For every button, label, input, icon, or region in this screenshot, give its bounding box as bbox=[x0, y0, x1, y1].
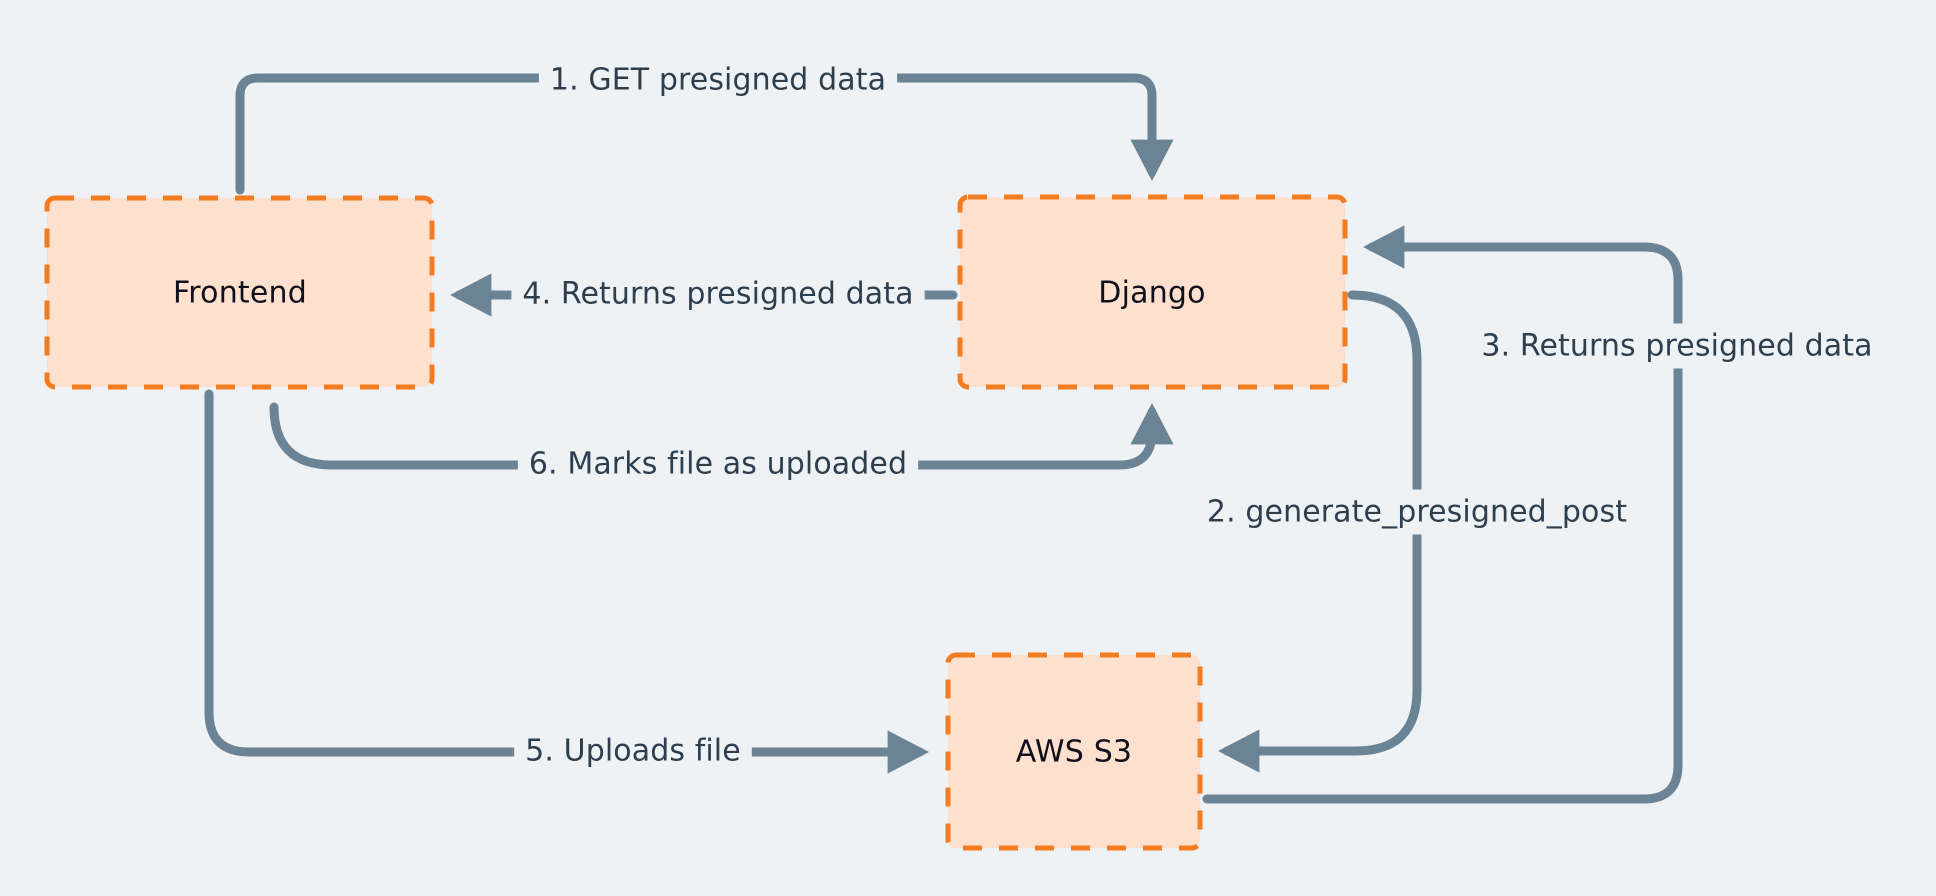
edge-2-label-backdrop bbox=[1195, 489, 1639, 535]
edge-3-label-backdrop bbox=[1470, 323, 1884, 369]
edge-6-path bbox=[269, 402, 1174, 470]
edge-get-presigned-data: 1. GET presigned data bbox=[235, 57, 1174, 195]
edge-6-label: 6. Marks file as uploaded bbox=[529, 447, 907, 482]
edge-2-path bbox=[1217, 290, 1422, 773]
edge-1-label-backdrop bbox=[538, 57, 898, 103]
edge-4-label: 4. Returns presigned data bbox=[522, 277, 913, 312]
edge-marks-file-as-uploaded: 6. Marks file as uploaded bbox=[269, 402, 1174, 487]
frontend-label: Frontend bbox=[173, 276, 307, 311]
node-frontend[interactable]: Frontend bbox=[44, 195, 435, 390]
aws-s3-box[interactable] bbox=[945, 652, 1203, 851]
django-label: Django bbox=[1098, 276, 1205, 311]
edge-1-label: 1. GET presigned data bbox=[550, 63, 886, 98]
aws-s3-label: AWS S3 bbox=[1016, 735, 1132, 770]
edge-returns-presigned-data-to-django: 3. Returns presigned data bbox=[1202, 225, 1884, 804]
node-aws-s3[interactable]: AWS S3 bbox=[945, 652, 1203, 851]
django-box[interactable] bbox=[957, 194, 1348, 390]
edge-5-label: 5. Uploads file bbox=[525, 734, 741, 769]
edge-4-label-backdrop bbox=[511, 271, 925, 317]
edge-uploads-file: 5. Uploads file bbox=[204, 389, 930, 774]
edge-6-label-backdrop bbox=[517, 441, 919, 487]
edge-3-label: 3. Returns presigned data bbox=[1481, 329, 1872, 364]
frontend-box[interactable] bbox=[44, 195, 435, 390]
edge-generate-presigned-post: 2. generate_presigned_post bbox=[1195, 290, 1639, 773]
edge-returns-presigned-data-to-frontend: 4. Returns presigned data bbox=[449, 271, 958, 317]
node-django[interactable]: Django bbox=[957, 194, 1348, 390]
edge-5-path bbox=[204, 389, 930, 774]
edge-5-label-backdrop bbox=[514, 728, 752, 774]
edge-2-label: 2. generate_presigned_post bbox=[1207, 495, 1627, 530]
edge-3-path bbox=[1202, 225, 1683, 804]
